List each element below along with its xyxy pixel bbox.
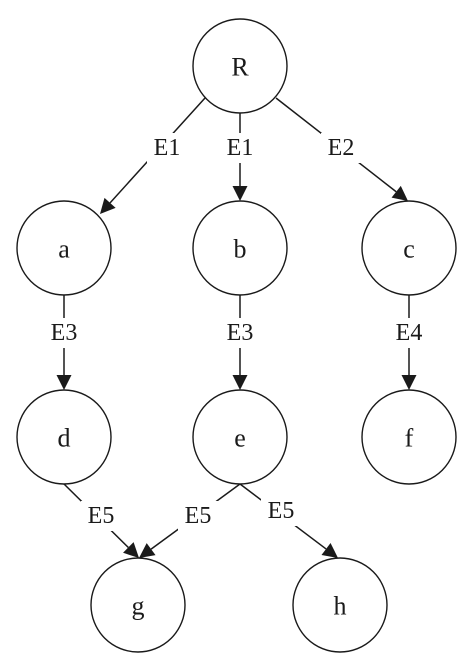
edge-label-background — [321, 133, 361, 163]
arrowhead-icon — [232, 375, 248, 390]
node-h: h — [292, 557, 388, 653]
edge-label-background — [44, 318, 84, 348]
edge-R-a: E1 — [100, 97, 206, 214]
node-label: c — [403, 235, 415, 264]
arrowhead-icon — [321, 542, 338, 558]
arrowhead-icon — [123, 542, 139, 558]
edge-label: E1 — [227, 135, 254, 161]
node-circle — [16, 200, 112, 296]
edge-label: E3 — [51, 320, 78, 346]
node-circle — [192, 18, 288, 114]
node-circle — [361, 389, 457, 485]
node-circle — [90, 557, 186, 653]
edge-R-c: E2 — [275, 97, 408, 201]
node-circle — [16, 389, 112, 485]
node-c: c — [361, 200, 457, 296]
node-label: e — [234, 424, 246, 453]
edge-label: E5 — [185, 503, 212, 529]
arrowhead-icon — [401, 375, 417, 390]
node-g: g — [90, 557, 186, 653]
edge-c-f: E4 — [389, 295, 429, 390]
node-circle — [192, 389, 288, 485]
edge-label: E1 — [154, 135, 181, 161]
node-b: b — [192, 200, 288, 296]
edge-label-background — [147, 133, 187, 163]
edge-label: E3 — [227, 320, 254, 346]
node-f: f — [361, 389, 457, 485]
edge-label: E4 — [396, 320, 423, 346]
node-label: d — [58, 424, 71, 453]
edge-a-d: E3 — [44, 295, 84, 390]
edge-label: E2 — [328, 135, 355, 161]
node-label: f — [405, 424, 414, 453]
edge-label: E5 — [268, 498, 295, 524]
nodes-layer: Ra b c d e f g h — [16, 18, 457, 653]
edge-label-background — [178, 501, 218, 531]
edge-b-e: E3 — [220, 295, 260, 390]
node-label: b — [234, 235, 247, 264]
node-d: d — [16, 389, 112, 485]
edge-label-background — [261, 496, 301, 526]
node-e: e — [192, 389, 288, 485]
node-a: a — [16, 200, 112, 296]
node-circle — [192, 200, 288, 296]
node-label: a — [58, 235, 70, 264]
arrowhead-icon — [232, 186, 248, 201]
node-label: R — [231, 53, 249, 82]
edge-label-background — [220, 133, 260, 163]
arrowhead-icon — [56, 375, 72, 390]
edge-label: E5 — [88, 503, 115, 529]
edge-d-g: E5 — [63, 483, 139, 558]
node-circle — [292, 557, 388, 653]
edge-label-background — [220, 318, 260, 348]
arrowhead-icon — [139, 543, 156, 558]
arrowhead-icon — [100, 197, 116, 214]
node-label: g — [132, 592, 145, 621]
edge-e-g: E5 — [139, 483, 241, 558]
node-label: h — [334, 592, 347, 621]
node-R: R — [192, 18, 288, 114]
edge-label-background — [81, 501, 121, 531]
edge-e-h: E5 — [239, 483, 338, 558]
edge-label-background — [389, 318, 429, 348]
arrowhead-icon — [391, 185, 408, 201]
node-circle — [361, 200, 457, 296]
edge-R-b: E1 — [220, 113, 260, 201]
